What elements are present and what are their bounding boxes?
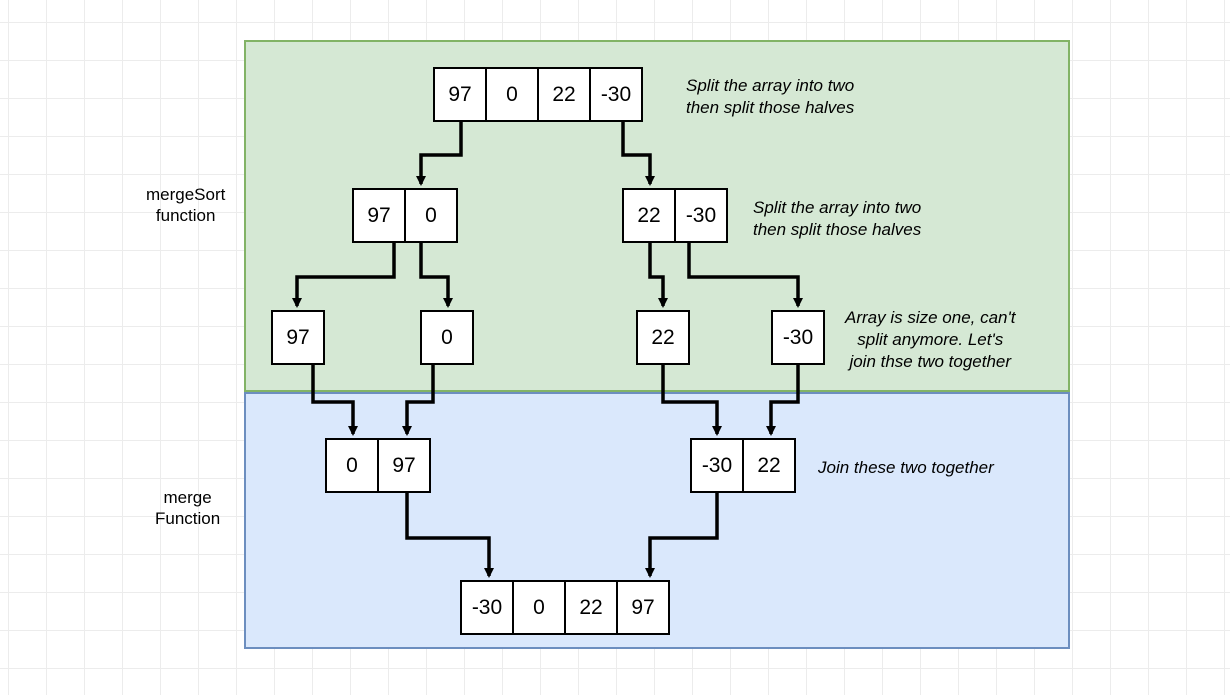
array-cell: 22 [537, 67, 591, 122]
note-split-root: Split the array into two then split thos… [686, 75, 854, 119]
array-result: -30 0 22 97 [460, 580, 670, 635]
mergesort-function-label: mergeSort function [146, 184, 225, 226]
array-cell: 22 [636, 310, 690, 365]
array-left-half: 97 0 [352, 188, 458, 243]
note-line: Split the array into two [753, 198, 922, 217]
array-cell: 97 [433, 67, 487, 122]
array-cell: 0 [512, 580, 566, 635]
array-cell: 97 [271, 310, 325, 365]
label-line: function [155, 206, 216, 225]
array-cell: 97 [377, 438, 431, 493]
array-leaf-97: 97 [271, 310, 325, 365]
label-line: mergeSort [146, 185, 226, 204]
array-root: 97 0 22 -30 [433, 67, 643, 122]
note-join: Join these two together [818, 457, 994, 479]
note-size-one: Array is size one, can't split anymore. … [845, 307, 1015, 373]
array-cell: -30 [460, 580, 514, 635]
note-line: then split those halves [686, 98, 855, 117]
label-line: merge [163, 488, 212, 507]
array-cell: 0 [325, 438, 379, 493]
array-cell: 22 [564, 580, 618, 635]
note-split-half: Split the array into two then split thos… [753, 197, 921, 241]
array-cell: -30 [589, 67, 643, 122]
array-leaf-0: 0 [420, 310, 474, 365]
array-cell: 0 [404, 188, 458, 243]
note-line: join thse two together [849, 352, 1012, 371]
array-cell: -30 [690, 438, 744, 493]
array-cell: 22 [622, 188, 676, 243]
array-cell: 97 [352, 188, 406, 243]
label-line: Function [155, 509, 221, 528]
merge-function-label: merge Function [155, 487, 220, 529]
note-line: then split those halves [753, 220, 922, 239]
array-cell: 22 [742, 438, 796, 493]
note-line: Array is size one, can't [845, 308, 1016, 327]
array-cell: -30 [674, 188, 728, 243]
array-cell: 0 [420, 310, 474, 365]
note-line: Join these two together [818, 458, 994, 477]
array-cell: 0 [485, 67, 539, 122]
array-cell: 97 [616, 580, 670, 635]
array-right-half: 22 -30 [622, 188, 728, 243]
note-line: Split the array into two [686, 76, 855, 95]
array-merged-left: 0 97 [325, 438, 431, 493]
array-merged-right: -30 22 [690, 438, 796, 493]
array-leaf-neg30: -30 [771, 310, 825, 365]
note-line: split anymore. Let's [857, 330, 1004, 349]
array-cell: -30 [771, 310, 825, 365]
array-leaf-22: 22 [636, 310, 690, 365]
